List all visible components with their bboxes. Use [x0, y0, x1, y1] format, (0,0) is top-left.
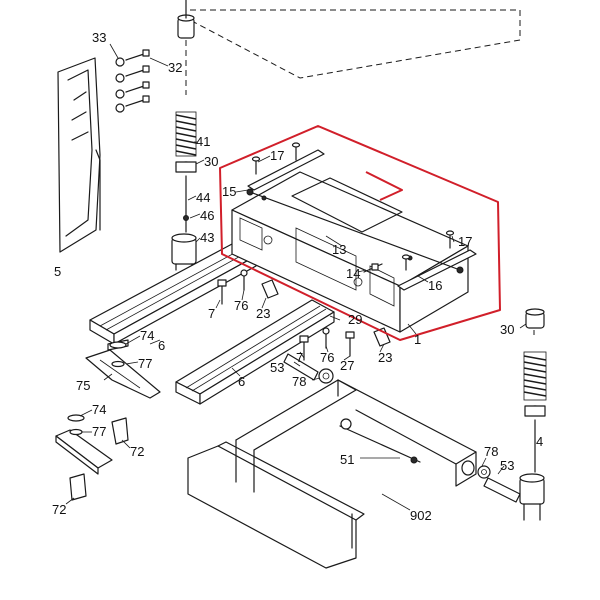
callout-76-lower: 76	[320, 350, 334, 365]
callout-5: 5	[54, 264, 61, 279]
callout-51: 51	[340, 452, 354, 467]
clamp-bars-15-16	[246, 149, 477, 291]
callout-74-lower: 74	[92, 402, 106, 417]
callout-labels: 33 32 41 30 44 46 43 5 17 15 13 17 14 16…	[52, 30, 543, 523]
rail-6-lower	[175, 299, 335, 405]
callout-78-left: 78	[292, 374, 306, 389]
callout-76-upper: 76	[234, 298, 248, 313]
callout-46: 46	[200, 208, 214, 223]
callout-32: 32	[168, 60, 182, 75]
callout-78-right: 78	[484, 444, 498, 459]
callout-7-lower: 7	[296, 350, 303, 365]
base-frame-902	[187, 379, 477, 569]
side-frame-part-5	[57, 57, 101, 253]
callout-33: 33	[92, 30, 106, 45]
rail-6-upper	[89, 243, 257, 345]
callout-72-middle: 72	[130, 444, 144, 459]
handle-53-left	[283, 353, 334, 384]
callout-6-upper: 6	[158, 338, 165, 353]
callout-7-upper: 7	[208, 306, 215, 321]
callout-41: 41	[196, 134, 210, 149]
screw-group-32-33	[115, 49, 150, 113]
callout-29: 29	[348, 312, 362, 327]
highlight-arrow	[365, 171, 403, 201]
callout-6-lower: 6	[238, 374, 245, 389]
callout-23-lower: 23	[378, 350, 392, 365]
callout-30-left: 30	[204, 154, 218, 169]
highlight-outline	[219, 125, 501, 341]
callout-75: 75	[76, 378, 90, 393]
callout-53-right: 53	[500, 458, 514, 473]
slide-and-knob	[55, 414, 129, 501]
callout-14: 14	[346, 266, 360, 281]
stop-part-75	[85, 339, 161, 399]
callout-13: 13	[332, 242, 346, 257]
screws-17	[251, 142, 455, 271]
callout-44: 44	[196, 190, 210, 205]
callout-77-upper: 77	[138, 356, 152, 371]
callout-4: 4	[536, 434, 543, 449]
callout-74-upper: 74	[140, 328, 154, 343]
callout-43: 43	[200, 230, 214, 245]
right-post-assembly	[519, 308, 547, 521]
part-14-pin	[363, 263, 383, 273]
handle-53-right	[461, 460, 521, 503]
callout-30-right: 30	[500, 322, 514, 337]
brackets-and-bolts	[217, 269, 391, 361]
callout-23-upper: 23	[256, 306, 270, 321]
callout-77-lower: 77	[92, 424, 106, 439]
callout-17-right: 17	[458, 234, 472, 249]
callout-1: 1	[414, 332, 421, 347]
callout-902: 902	[410, 508, 432, 523]
callout-15: 15	[222, 184, 236, 199]
callout-17-top: 17	[270, 148, 284, 163]
callout-16: 16	[428, 278, 442, 293]
callout-72-bottom: 72	[52, 502, 66, 517]
left-post-assembly	[171, 0, 197, 271]
callout-27: 27	[340, 358, 354, 373]
callout-53-left: 53	[270, 360, 284, 375]
leader-lines	[65, 43, 527, 511]
